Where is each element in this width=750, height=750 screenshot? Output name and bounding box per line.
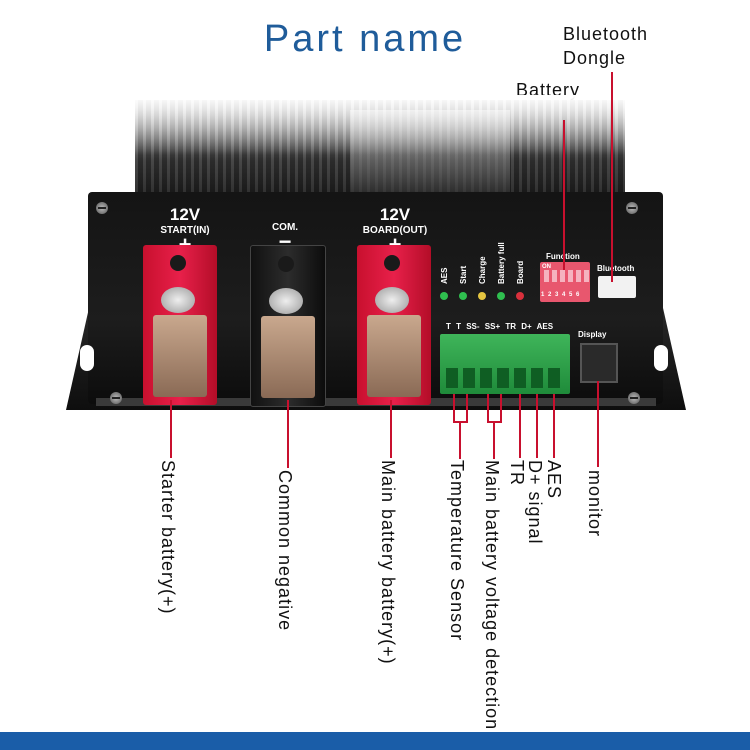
signal-pins-label: T T SS- SS+ TR D+ AES <box>446 322 554 331</box>
signal-terminal-block[interactable] <box>440 334 570 394</box>
start-name: START(IN) <box>160 225 210 236</box>
board-terminal-post <box>357 245 431 405</box>
bluetooth-label-line2: Dongle <box>563 48 627 68</box>
bluetooth-label-line1: Bluetooth <box>563 24 649 44</box>
battery-type-dip-switch[interactable] <box>540 262 590 302</box>
start-voltage: 12V <box>169 205 201 224</box>
led-indicator <box>478 292 486 300</box>
function-label: Function <box>546 252 580 261</box>
dip-numbers-label: 1 2 3 4 5 6 <box>541 292 581 298</box>
led-indicator <box>459 292 467 300</box>
bluetooth-port-label: Bluetooth <box>597 264 635 273</box>
screw-icon <box>626 202 638 214</box>
com-terminal-post <box>250 245 326 407</box>
led-label: Charge <box>478 256 487 284</box>
screw-icon <box>96 202 108 214</box>
tr-label: TR <box>507 460 527 486</box>
callout-line-bluetooth <box>611 72 613 282</box>
board-voltage: 12V <box>379 205 411 224</box>
callout-line-battery-type <box>563 120 565 270</box>
screw-icon <box>110 392 122 404</box>
callout-line-common <box>287 400 289 468</box>
page-title: Part name <box>263 18 467 60</box>
mount-slot-left <box>80 345 94 371</box>
display-port[interactable] <box>580 343 618 383</box>
mount-slot-right <box>654 345 668 371</box>
d-plus-signal-label: D+ signal <box>525 460 545 545</box>
callout-line-temp-a <box>453 394 455 422</box>
start-terminal-post <box>143 245 217 405</box>
led-indicator <box>497 292 505 300</box>
callout-line-temp-b <box>466 394 468 422</box>
callout-line-aes <box>553 394 555 458</box>
callout-line-ss <box>493 421 495 459</box>
board-name: BOARD(OUT) <box>362 225 428 236</box>
callout-line-monitor <box>597 381 599 467</box>
led-label: Board <box>516 260 525 284</box>
led-indicator <box>440 292 448 300</box>
callout-line-d-plus <box>536 394 538 458</box>
com-name: COM. <box>271 222 299 233</box>
starter-battery-label: Starter battery(+) <box>158 460 178 615</box>
led-indicator <box>516 292 524 300</box>
callout-line-tr <box>519 394 521 458</box>
led-label: Start <box>459 265 468 284</box>
callout-line-temp <box>459 421 461 459</box>
main-battery-label: Main battery battery(+) <box>378 460 398 665</box>
aes-label: AES <box>544 460 564 500</box>
callout-line-starter <box>170 400 172 458</box>
led-label: AES <box>440 267 449 284</box>
dip-on-label: ON <box>542 264 551 270</box>
common-negative-label: Common negative <box>275 470 295 632</box>
callout-line-main <box>390 400 392 458</box>
monitor-label: monitor <box>585 470 605 538</box>
footer-bar <box>0 732 750 750</box>
temperature-sensor-label: Temperature Sensor <box>447 460 467 642</box>
top-fade <box>100 95 660 155</box>
screw-icon <box>628 392 640 404</box>
callout-line-ss-b <box>500 394 502 422</box>
voltage-detection-label: Main battery voltage detection <box>482 460 502 731</box>
bluetooth-connector[interactable] <box>598 276 636 298</box>
bluetooth-dongle-label: Bluetooth Dongle <box>563 22 648 70</box>
led-label: Battery full <box>497 242 506 284</box>
display-port-label: Display <box>578 330 607 339</box>
callout-line-ss-a <box>487 394 489 422</box>
